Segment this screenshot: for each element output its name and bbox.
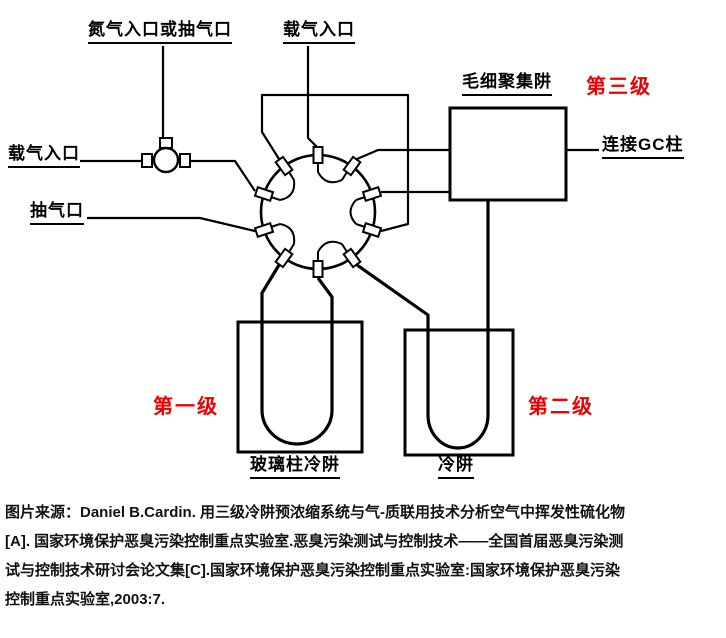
left-utube [260,264,334,446]
label-nitrogen-inlet: 氮气入口或抽气口 [88,20,232,45]
tubing-lines [80,46,599,450]
carrier-top-line [306,46,318,148]
cold-trap-container [403,328,515,457]
valve-ports [253,146,383,278]
label-pump-port: 抽气口 [30,201,84,226]
label-stage-1: 第一级 [153,396,219,418]
pump-line [87,216,256,233]
caption-line: 图片来源：Daniel B.Cardin. 用三级冷阱预浓缩系统与气-质联用技术… [5,504,626,521]
label-stage-2: 第二级 [528,396,594,418]
label-cold-trap: 冷阱 [438,455,474,480]
overhead-loop-line [260,93,410,233]
capillary-trap-box [448,106,568,202]
caption-line: 控制重点实验室,2003:7. [5,591,166,608]
three-way-valve [141,137,191,174]
valve-inner-channels [270,163,366,261]
caption-line: [A]. 国家环境保护恶臭污染控制重点实验室.恶臭污染测试与控制技术——全国首届… [5,533,624,550]
label-glass-column-cold-trap: 玻璃柱冷阱 [250,455,340,480]
label-carrier-gas-top: 载气入口 [283,20,355,45]
right-utube [356,200,490,450]
glass-trap-container [236,320,364,454]
source-caption: 图片来源：Daniel B.Cardin. 用三级冷阱预浓缩系统与气-质联用技术… [5,498,721,614]
caption-line: 试与控制技术研讨会论文集[C].国家环境保护恶臭污染控制重点实验室:国家环境保护… [5,562,620,579]
label-stage-3: 第三级 [586,76,652,98]
label-carrier-gas-left: 载气入口 [8,144,80,169]
rotary-valve [253,146,383,278]
label-capillary-trap: 毛细聚集阱 [462,72,552,97]
valve-to-trap-line2 [356,148,450,161]
valve-feed-line [190,159,256,192]
label-gc-column: 连接GC柱 [602,135,684,160]
